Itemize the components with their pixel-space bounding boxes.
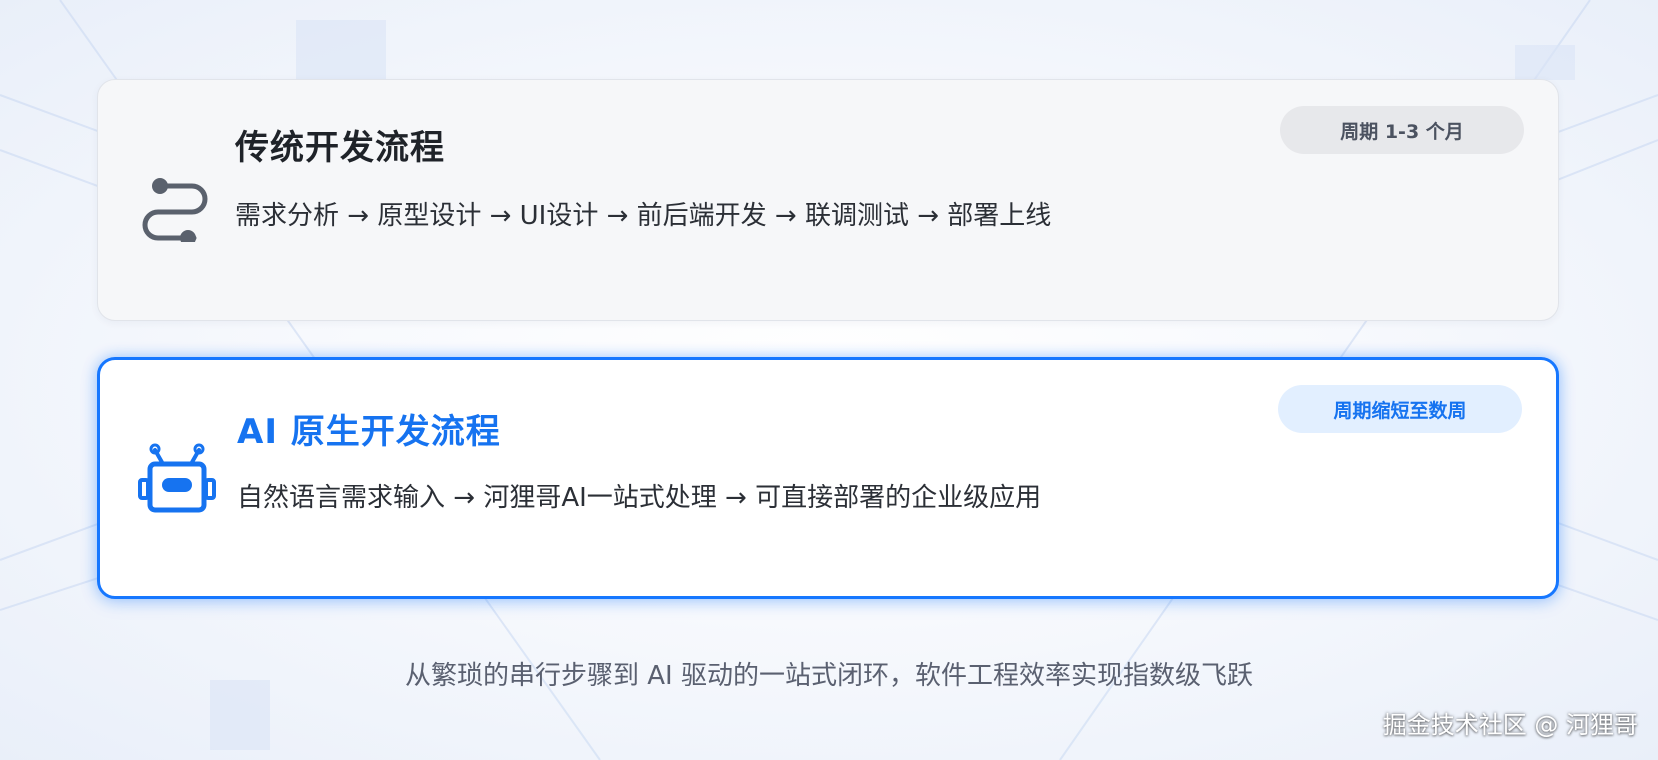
robot-icon	[138, 442, 216, 520]
process-flow: 需求分析 → 原型设计 → UI设计 → 前后端开发 → 联调测试 → 部署上线	[235, 201, 1052, 231]
cycle-badge: 周期缩短至数周	[1278, 385, 1522, 433]
ai-native-process-card: AI 原生开发流程 自然语言需求输入 → 河狸哥AI一站式处理 → 可直接部署的…	[97, 357, 1559, 599]
cycle-badge: 周期 1-3 个月	[1280, 106, 1524, 154]
summary-tagline: 从繁琐的串行步骤到 AI 驱动的一站式闭环，软件工程效率实现指数级飞跃	[405, 661, 1253, 691]
card-title: AI 原生开发流程	[237, 412, 501, 452]
traditional-process-card: 传统开发流程 需求分析 → 原型设计 → UI设计 → 前后端开发 → 联调测试…	[97, 79, 1559, 321]
card-title: 传统开发流程	[235, 128, 445, 168]
watermark: 掘金技术社区 @ 河狸哥	[1382, 711, 1638, 739]
route-icon	[136, 164, 214, 246]
process-flow: 自然语言需求输入 → 河狸哥AI一站式处理 → 可直接部署的企业级应用	[237, 483, 1042, 513]
